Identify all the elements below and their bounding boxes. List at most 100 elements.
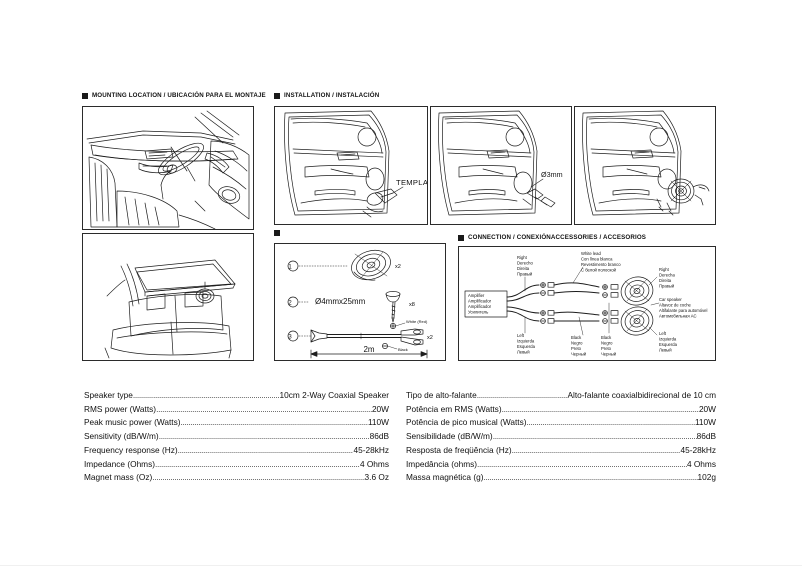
spec-leader-dots: ........................................…: [132, 390, 280, 400]
connection-wiring-drawing: Amplifier Amplificador Amplificador Усил…: [464, 251, 707, 357]
spec-label: Impedância (ohms): [406, 458, 478, 469]
wire-negative-label: Black: [398, 347, 408, 352]
spec-value: 3.6 Oz: [364, 472, 389, 483]
spec-value: 20W: [698, 403, 716, 414]
car-speaker-label-pt: Altifalante para automóvel: [659, 308, 707, 313]
left-channel-label-en: Left: [517, 333, 525, 338]
car-speaker-label-ru: Автомобильная АС: [659, 314, 697, 319]
black-lead2-label-es: Negro: [601, 341, 613, 346]
spec-row: Frequency response (Hz) ................…: [84, 444, 389, 458]
accessory-number-2: 2: [288, 301, 292, 307]
spec-label: Sensibilidade (dB/W/m): [406, 431, 493, 442]
spec-value: 102g: [697, 472, 716, 483]
door-panel-drill-drawing: Ø3mm: [438, 110, 563, 216]
spec-label: RMS power (Watts): [84, 403, 157, 414]
left-channel-label-ru: Левый: [517, 350, 530, 355]
wire-length-label: 2m: [363, 345, 374, 354]
white-lead-label-ru: С белой полоской: [581, 268, 617, 273]
wire-positive-label: White (Red): [406, 319, 428, 324]
section-header-mounting-location-label: MOUNTING LOCATION / UBICACIÓN PARA EL MO…: [92, 92, 266, 99]
accessory-number-1: 1: [288, 265, 292, 271]
front-door-interior-drawing: [86, 110, 250, 229]
right-channel-label-es: Derecho: [517, 261, 533, 266]
spec-table-portuguese: Tipo de alto-falante ...................…: [406, 389, 716, 485]
section-bullet-icon: [274, 92, 280, 99]
left-channel-label-pt: Esquerda: [517, 344, 536, 349]
black-lead2-label-ru: Черный: [601, 352, 617, 357]
page-bottom-edge: [0, 565, 802, 566]
speaker-right-label-ru: Правый: [659, 284, 675, 289]
white-lead-label-en: White lead: [581, 251, 601, 256]
black-lead-label-es: Negro: [571, 341, 583, 346]
section-bullet-icon: [274, 230, 280, 236]
speaker-right-label-pt: Direita: [659, 278, 672, 283]
black-lead-label-en: Black: [571, 335, 582, 340]
spec-row: Massa magnética (g) ....................…: [406, 471, 716, 485]
panel-install-step-template: TEMPLATE: [274, 106, 428, 225]
spec-label: Potência de pico musical (Watts): [406, 417, 527, 428]
spec-label: Tipo de alto-falante: [406, 390, 477, 400]
panel-accessories-parts-list: 1 2 3 Ø4mmx25mm x2 x8 x2 White (Red) Bla…: [274, 243, 446, 361]
black-lead2-label-en: Black: [601, 335, 612, 340]
spec-row: Sensibilidade (dB/W/m) .................…: [406, 430, 716, 444]
panel-install-step-drill: Ø3mm: [430, 106, 572, 225]
spec-leader-dots: ........................................…: [501, 403, 699, 414]
black-lead-label-pt: Preto: [571, 346, 582, 351]
speaker-left-label-es: Izquierda: [659, 337, 677, 342]
amplifier-label-pt: Amplificador: [468, 304, 492, 309]
door-panel-mount-speaker-drawing: [582, 110, 710, 216]
spec-row: Peak music power (Watts) ...............…: [84, 416, 389, 430]
section-header-mounting-location: MOUNTING LOCATION / UBICACIÓN PARA EL MO…: [82, 92, 266, 99]
spec-label: Sensitivity (dB/W/m): [84, 431, 159, 442]
section-header-accessories: [274, 230, 284, 236]
white-lead-label-pt: Revestimento branco: [581, 262, 621, 267]
amplifier-label-ru: Усилитель: [468, 310, 489, 315]
spec-row: Tipo de alto-falante ...................…: [406, 389, 716, 403]
accessory-3-qty-label: x2: [427, 335, 433, 341]
section-header-connection: CONNECTION / CONEXIÓNACCESSORIES / ACCES…: [458, 234, 646, 241]
spec-row: Potência em RMS (Watts) ................…: [406, 403, 716, 417]
spec-row: Magnet mass (Oz) .......................…: [84, 471, 389, 485]
accessories-parts-drawing: 1 2 3 Ø4mmx25mm x2 x8 x2 White (Red) Bla…: [287, 249, 433, 359]
panel-front-door-interior-illustration: [82, 106, 254, 230]
spec-leader-dots: ........................................…: [180, 417, 368, 428]
amplifier-label-en: Amplifier: [468, 293, 485, 298]
spec-leader-dots: ........................................…: [155, 458, 360, 469]
spec-row: RMS power (Watts) ......................…: [84, 403, 389, 417]
car-speaker-label-en: Car speaker: [659, 297, 682, 302]
spec-label: Potência em RMS (Watts): [406, 403, 502, 414]
right-channel-label-pt: Direita: [517, 266, 530, 271]
spec-value: 4 Ohms: [686, 458, 716, 469]
spec-leader-dots: ........................................…: [483, 472, 697, 483]
spec-row: Speaker type ...........................…: [84, 389, 389, 403]
section-header-installation-label: INSTALLATION / INSTALACIÓN: [284, 92, 380, 99]
spec-label: Frequency response (Hz): [84, 444, 178, 455]
spec-leader-dots: ........................................…: [526, 417, 695, 428]
spec-value: 4 Ohms: [359, 458, 389, 469]
spec-label: Impedance (Ohms): [84, 458, 156, 469]
section-header-installation: INSTALLATION / INSTALACIÓN: [274, 92, 379, 99]
spec-row: Sensitivity (dB/W/m) ...................…: [84, 430, 389, 444]
accessory-number-3: 3: [288, 335, 292, 341]
spec-value: 86dB: [369, 431, 389, 442]
spec-table-english: Speaker type ...........................…: [84, 389, 389, 485]
speaker-right-label-es: Derecha: [659, 273, 675, 278]
spec-leader-dots: ........................................…: [492, 431, 697, 442]
accessory-1-qty-label: x2: [395, 264, 401, 270]
spec-leader-dots: ........................................…: [511, 444, 681, 455]
spec-row: Impedance (Ohms) .......................…: [84, 458, 389, 472]
spec-leader-dots: ........................................…: [476, 390, 568, 400]
spec-label: Resposta de freqüência (Hz): [406, 444, 512, 455]
spec-value: 110W: [694, 417, 716, 428]
spec-row: Resposta de freqüência (Hz) ............…: [406, 444, 716, 458]
spec-label: Magnet mass (Oz): [84, 472, 153, 483]
right-channel-label-en: Right: [517, 255, 528, 260]
speaker-left-label-en: Left: [659, 331, 667, 336]
speaker-left-label-ru: Левый: [659, 348, 672, 353]
spec-value: 10cm 2-Way Coaxial Speaker: [279, 390, 389, 400]
template-label: TEMPLATE: [396, 178, 427, 187]
black-lead-label-ru: Черный: [571, 352, 587, 357]
accessory-2-qty-label: x8: [409, 302, 415, 308]
spec-value: Alto-falante coaxialbidirecional de 10 c…: [567, 390, 716, 400]
